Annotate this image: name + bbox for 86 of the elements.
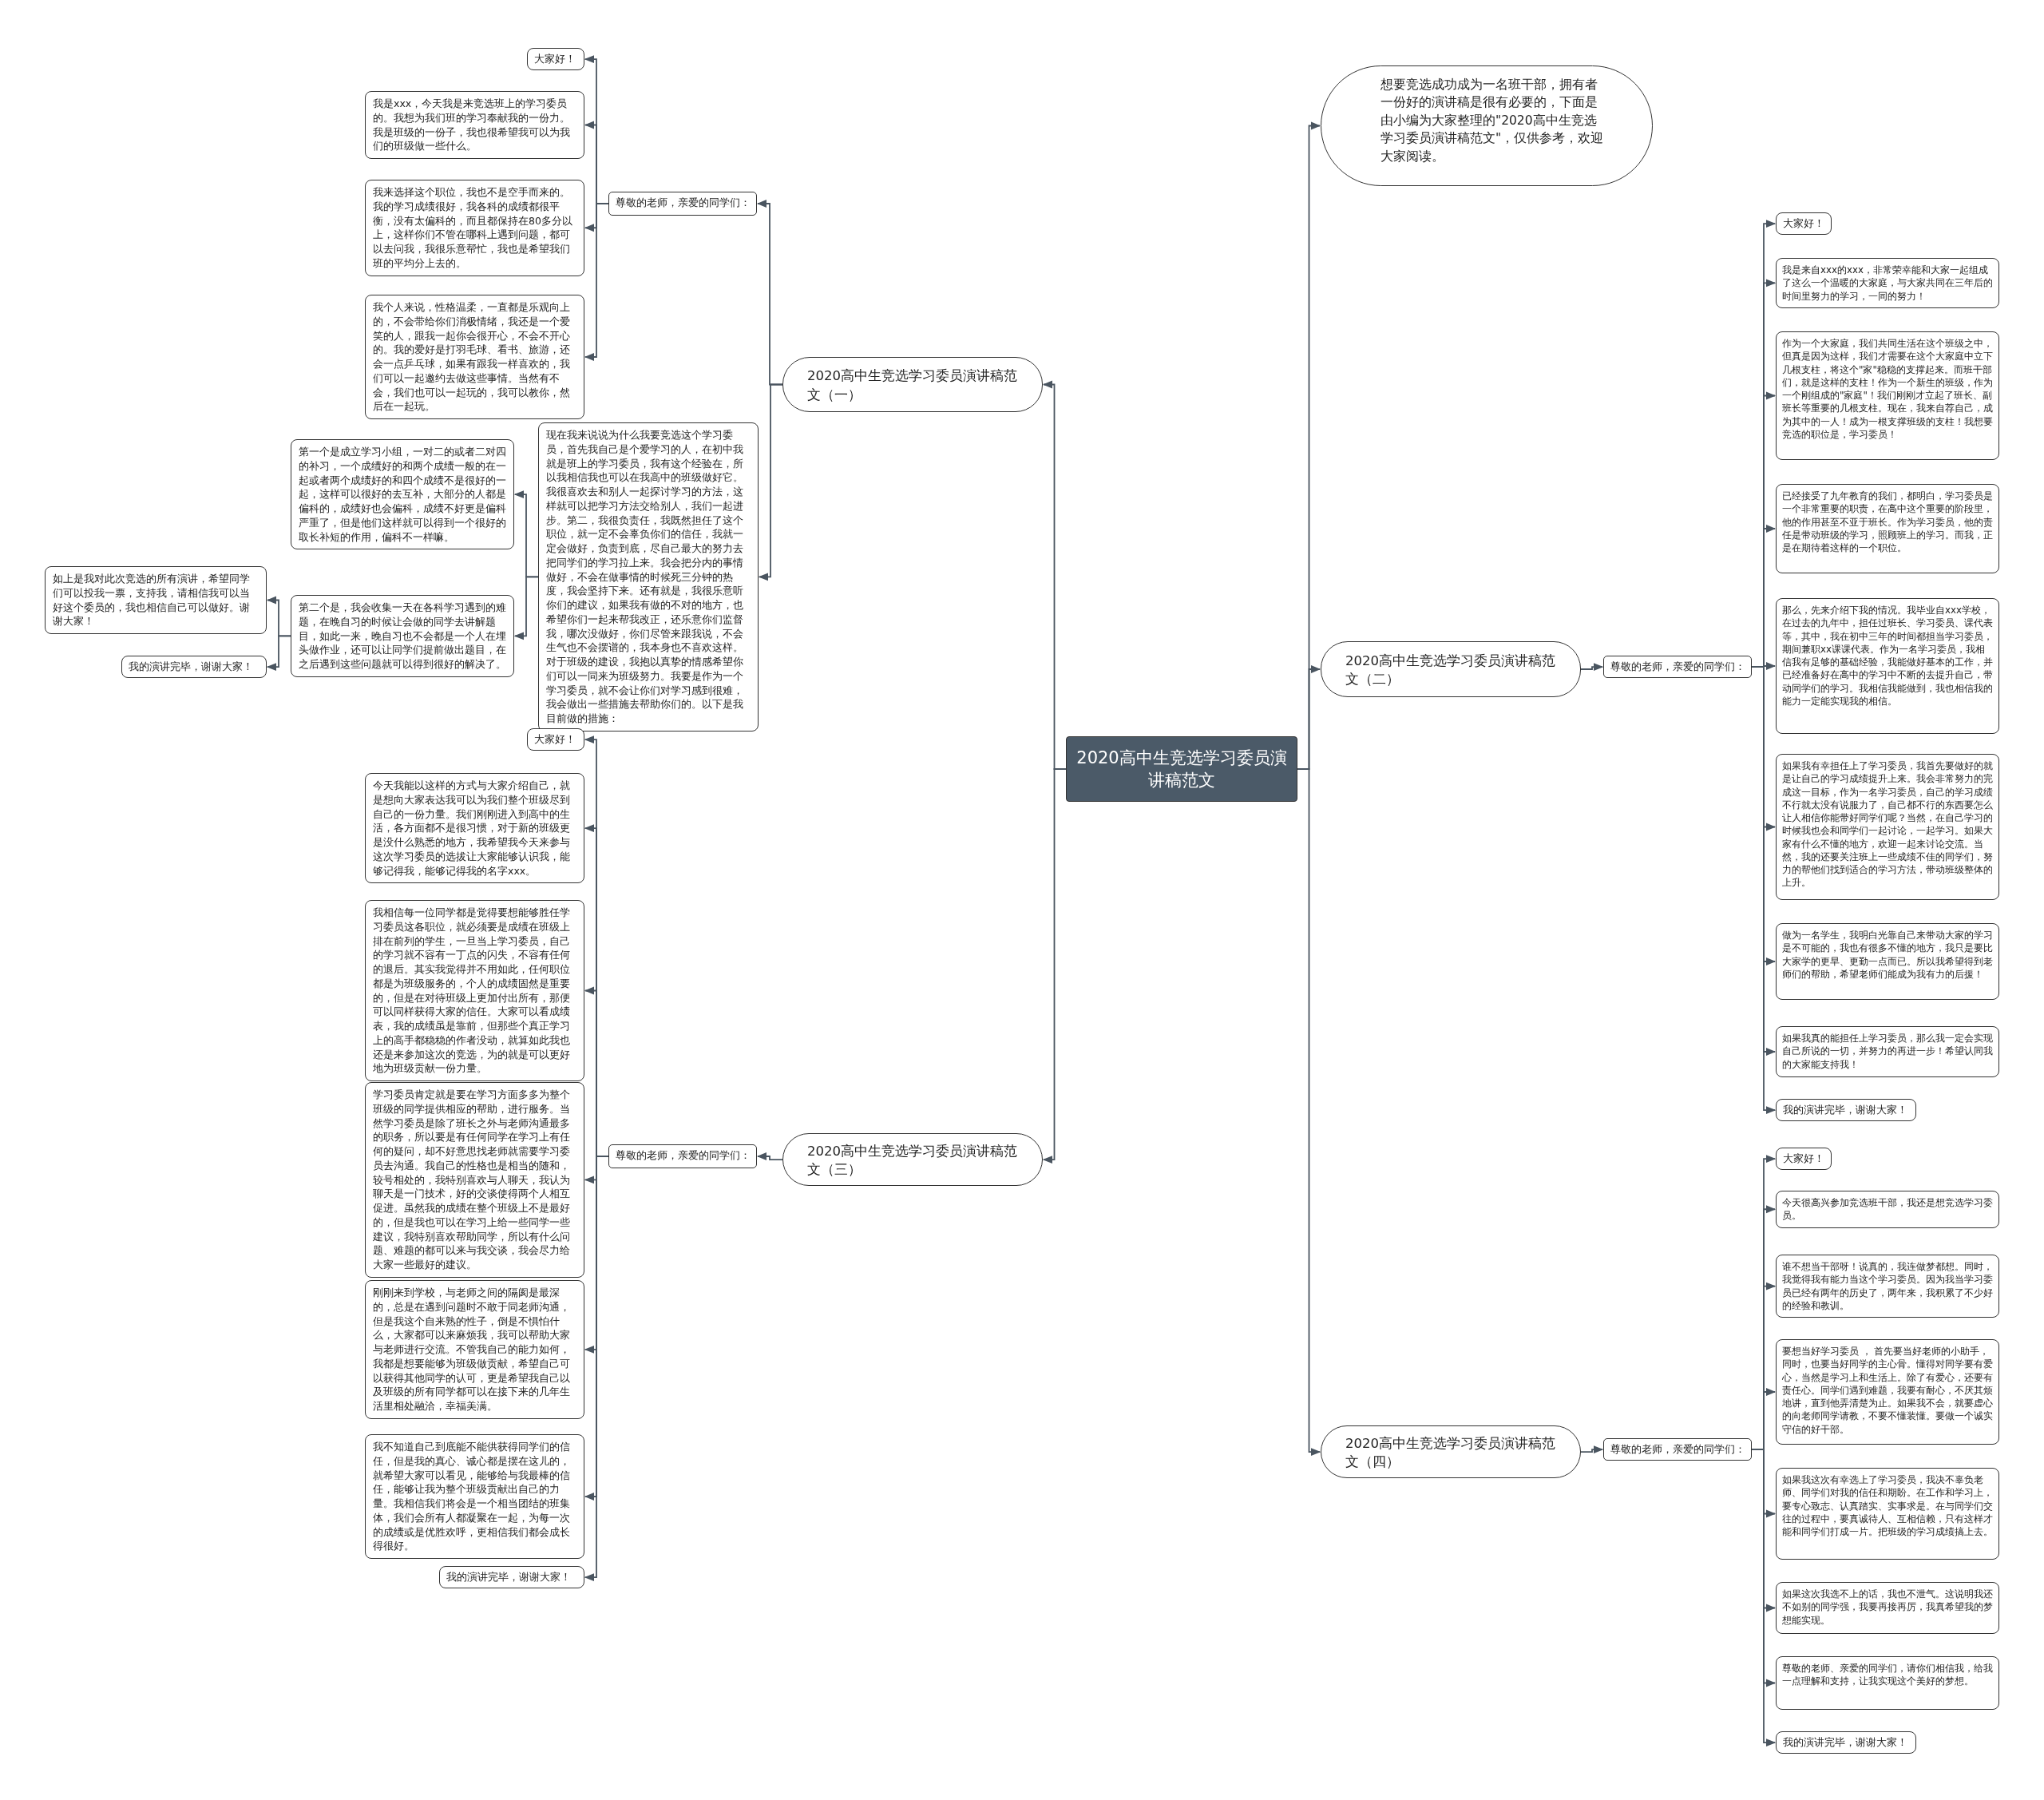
paragraph-text: 我不知道自己到底能不能供获得同学们的信任，但是我的真心、诚心都是摆在这儿的，就希望大家可以看见，能够给与我最棒的信任，能够让我为整个班级贡献出自己的力量。我相信我们将会是一个相当团结的班集体，我们会所有人都凝聚在一起，为每一次的成绩或是优胜欢呼，更相信我们都会成长得很好。	[373, 1440, 571, 1553]
paragraph-box	[45, 566, 267, 634]
greeting-box	[1603, 656, 1752, 679]
paragraph-text: 今天很高兴参加竞选班干部，我还是想竞选学习委员。	[1782, 1196, 1993, 1223]
paragraph-box	[291, 595, 514, 677]
connector-arrow	[266, 635, 291, 672]
short-note-box	[439, 1566, 584, 1589]
paragraph-box	[365, 1434, 584, 1559]
paragraph-text: 如上是我对此次竞选的所有演讲，希望同学们可以投我一票，支持我，请相信我可以当好这个委员的，我也相信自己可以做好。谢谢大家！	[53, 572, 251, 628]
paragraph-text: 做为一名学生，我明白光靠自己来带动大家的学习是不可能的，我也有很多不懂的地方，我只是要比大家学的更早、更勤一点而已。所以我希望得到老师们的帮助，希望老师们能成为我有力的后援！	[1782, 929, 1993, 981]
connector-arrow	[584, 203, 609, 362]
paragraph-text: 谁不想当干部呀！说真的，我连做梦都想。同时，我觉得我有能力当这个学习委员。因为我当学习委员已经有两年的历史了，两年来，我积累了不少好的经验和教训。	[1782, 1260, 1993, 1313]
paragraph-box	[365, 180, 584, 276]
paragraph-text: 那么，先来介绍下我的情况。我毕业自xxx学校，在过去的九年中，担任过班长、学习委员、课代表等，其中，我在初中三年的时间都担当学习委员，期间兼职xx课课代表。作为一名学习委员，我相信我有足够的基础经验，我能做好基本的工作，并已经准备好在高中的学习中不断的去提升自己，带动同学们的学习。我相信我能做到，我也相信我的能力一定能实现我的相信。	[1782, 604, 1993, 708]
short-note-box	[1776, 1099, 1916, 1122]
topic-title: 2020高中生竞选学习委员演讲稿范文	[1076, 747, 1287, 791]
short-note-box	[1776, 1148, 1832, 1171]
paragraph-box	[1776, 1339, 1999, 1445]
paragraph-text: 第一个是成立学习小组，一对二的或者二对四的补习，一个成绩好的和两个成绩一般的在一起或者两个成绩好的和四个成绩不是很好的一起，这样可以很好的去互补，大部分的人都是偏科的，成绩好也会偏科，成绩不好更是偏科严重了，但是他们这样就可以得到一个很好的取长补短的作用，偏科不一样嘛。	[299, 445, 506, 545]
paragraph-box	[1776, 1582, 1999, 1634]
note-text: 大家好！	[534, 53, 576, 66]
paragraph-text: 我是来自xxx的xxx，非常荣幸能和大家一起组成了这么一个温暖的大家庭，与大家共同在三年后的时间里努力的学习，一同的努力！	[1782, 264, 1993, 303]
greeting-box	[608, 1144, 757, 1168]
note-text: 大家好！	[1783, 217, 1824, 231]
paragraph-box	[365, 1280, 584, 1419]
paragraph-text: 现在我来说说为什么我要竞选这个学习委员，首先我自己是个爱学习的人，在初中我就是班上的学习委员，我有这个经验在，所以我相信我也可以在我高中的班级做好它。我很喜欢去和别人一起探讨学习的方法，这样就可以把学习方法交给别人，我们一起进步。第二，我很负责任，我既然担任了这个职位，就一定不会辜负你们的信任，我就一定会做好，负责到底，尽自己最大的努力去把同学们的学习拉上来。我会把分内的事情做好，不会在做事情的时候死三分钟的热度，我会坚持下来。还有就是，我很乐意听你们的建议，如果我有做的不对的地方，也希望你们一起来帮我改正，还乐意你们监督我，哪次没做好，你们尽管来跟我说，不会生气也不会摆谱的，我本身也不喜欢这样。对于班级的建设，我抱以真挚的情感希望你们可以一同来为班级努力。我要是作为一个学习委员，就不会让你们对学习感到很难，我会做出一些措施去帮助你们的。以下是我目前做的措施：	[546, 428, 744, 726]
connector-arrow	[756, 1152, 783, 1161]
intro-text: 想要竞选成功成为一名班干部，拥有者一份好的演讲稿是很有必要的，下面是由小编为大家整理的"2020高中生竞选学习委员演讲稿范文"，仅供参考，欢迎大家阅读。	[1380, 77, 1605, 165]
topic-title: 2020高中生竞选学习委员演讲稿范文（三）	[807, 1143, 1018, 1180]
paragraph-box	[1776, 1255, 1999, 1318]
topic-title: 2020高中生竞选学习委员演讲稿范文（一）	[807, 367, 1018, 404]
short-note-box	[1776, 1731, 1916, 1754]
paragraph-box	[1776, 258, 1999, 308]
greeting-box	[608, 192, 757, 216]
paragraph-box	[1776, 598, 1999, 734]
greeting-text: 尊敬的老师，亲爱的同学们：	[616, 1149, 750, 1163]
paragraph-box	[1776, 923, 1999, 1000]
note-text: 我的演讲完毕，谢谢大家！	[1783, 1104, 1908, 1117]
paragraph-text: 我来选择这个职位，我也不是空手而来的。我的学习成绩很好，我各科的成绩都很平衡，没有太偏科的，而且都保持在80多分以上，这样你们不管在哪科上遇到问题，都可以去问我，我很乐意帮忙，我也是希望我们班的平均分上去的。	[373, 185, 573, 271]
short-note-box	[527, 48, 584, 71]
connector-arrow	[1580, 1445, 1604, 1454]
topic-title: 2020高中生竞选学习委员演讲稿范文（四）	[1345, 1435, 1556, 1472]
paragraph-text: 学习委员肯定就是要在学习方面多多为整个班级的同学提供相应的帮助，进行服务。当然学习委员是除了班长之外与老师沟通最多的职务，所以要是有任何同学在学习上有任何的疑问，却不好意思找老师就需要学习委员去沟通。我自己的性格也是相当的随和，较号相处的，我特别喜欢与人聊天，我认为聊天是一门技术，好的交谈使得两个人相互促进。虽然我的成绩在整个班级上不是最好的，但是我也可以在学习上给一些同学一些建议，我特别喜欢帮助同学，所以有什么问题、难题的都可以来与我交谈，我会尽力给大家一些最好的建议。	[373, 1088, 571, 1272]
paragraph-box	[1776, 331, 1999, 460]
paragraph-text: 今天我能以这样的方式与大家介绍自己，就是想向大家表达我可以为我们整个班级尽到自己的一份力量。我们刚刚进入到高中的生活，各方面都不是很习惯，对于新的班级更是没什么熟悉的地方，我希望我今天来参与这次学习委员的选拔让大家能够认识我，能够记得我，能够记得我的名字xxx。	[373, 779, 571, 878]
note-text: 我的演讲完毕，谢谢大家！	[446, 1571, 572, 1584]
paragraph-text: 如果我这次有幸选上了学习委员，我决不辜负老师、同学们对我的信任和期盼。在工作和学习上，要专心致志、认真踏实、实事求是。在与同学们交往的过程中，要真诚待人、互相信赖，只有这样才能和同学们打成一片。把班级的学习成绩搞上去。	[1782, 1473, 1993, 1539]
note-text: 我的演讲完毕，谢谢大家！	[1783, 1736, 1908, 1750]
paragraph-box	[365, 900, 584, 1081]
paragraph-box	[291, 439, 514, 550]
paragraph-text: 尊敬的老师、亲爱的同学们，请你们相信我，给我一点理解和支持，让我实现这个美好的梦想。	[1782, 1662, 1993, 1688]
paragraph-box	[365, 773, 584, 884]
paragraph-text: 已经接受了九年教育的我们，都明白，学习委员是一个非常重要的职责，在高中这个重要的阶段里，他的作用甚至不亚于班长。作为学习委员，他的责任是带动班级的学习，照顾班上的学习。而我，正是在期待着这样的一个职位。	[1782, 490, 1993, 555]
paragraph-box	[1776, 1191, 1999, 1228]
paragraph-box	[1776, 754, 1999, 900]
connector-arrow	[1580, 663, 1604, 672]
paragraph-text: 作为一个大家庭，我们共同生活在这个班级之中，但真是因为这样，我们才需要在这个大家庭中立下几根支柱，将这个"家"稳稳的支撑起来。而班干部们，就是这样的支柱！作为一个新生的班级，作为一个刚组成的"家庭"！我们刚刚才立起了班长、副班长等重要的几根支柱。现在，我来自荐自己，成为其中的一人！成为一根支撑班级的支柱！我想要竞选的职位是，学习委员！	[1782, 337, 1993, 442]
paragraph-box	[1776, 484, 1999, 573]
greeting-box	[1603, 1438, 1752, 1461]
paragraph-text: 我个人来说，性格温柔，一直都是乐观向上的，不会带给你们消极情绪，我还是一个爱笑的人，跟我一起你会很开心，不会不开心的。我的爱好是打羽毛球、看书、旅游，还会一点乒乓球，如果有跟我一样喜欢的，我们可以一起邀约去做这些事情。当然有不会，我们也可以一起玩的，我可以教你，然后在一起玩。	[373, 300, 571, 414]
central-topic	[1066, 736, 1297, 802]
paragraph-box	[365, 91, 584, 159]
paragraph-text: 如果我有幸担任上了学习委员，我首先要做好的就是让自己的学习成绩提升上来。我会非常努力的完成这一目标，作为一名学习委员，自己的学习成绩不行就太没有说服力了，自己都不行的东西要怎么让人相信你能带好同学们呢？当然，在自己学习的时候我也会和同学们一起讨论，一起学习。如果大家有什么不懂的地方，欢迎一起来讨论交流。当然，我的还要关注班上一些成绩不佳的同学们，努力的帮他们找到适合的学习方法，带动班级整体的上升。	[1782, 759, 1993, 890]
short-note-box	[121, 656, 267, 679]
paragraph-box	[1776, 1026, 1999, 1077]
paragraph-text: 要想当好学习委员 ， 首先要当好老师的小助手，同时，也要当好同学的主心骨。懂得对同学要有爱心，当然是学习上和生活上。除了有爱心，还要有责任心。同学们遇到难题，我要有耐心，不厌其烦地讲，直到他弄清楚为止。如果我不会，就要虚心的向老师同学请教，不要不懂装懂。要做一个诚实守信的好干部。	[1782, 1345, 1993, 1436]
paragraph-box	[365, 295, 584, 419]
topic-title: 2020高中生竞选学习委员演讲稿范文（二）	[1345, 652, 1556, 688]
note-text: 我的演讲完毕，谢谢大家！	[129, 660, 254, 674]
paragraph-text: 如果我真的能担任上学习委员，那么我一定会实现自己所说的一切，并努力的再进一步！希望认同我的大家能支持我！	[1782, 1032, 1993, 1071]
short-note-box	[527, 728, 584, 751]
paragraph-text: 第二个是，我会收集一天在各科学习遇到的难题，在晚自习的时候让会做的同学去讲解题目，如此一来，晚自习也不会都是一个人在埋头做作业，还可以让同学们提前做出题目，在之后遇到这些问题就可以得到很好的解决了。	[299, 601, 506, 672]
paragraph-text: 我是xxx，今天我是来竞选班上的学习委员的。我想为我们班的学习奉献我的一份力。我是班级的一份子，我也很希望我可以为我们的班级做一些什么。	[373, 97, 571, 153]
note-text: 大家好！	[534, 733, 576, 747]
greeting-text: 尊敬的老师，亲爱的同学们：	[1610, 1443, 1745, 1457]
connector-arrow	[513, 576, 539, 640]
paragraph-box	[1776, 1468, 1999, 1560]
connector-arrow	[758, 383, 783, 581]
short-note-box	[1776, 212, 1832, 236]
note-text: 大家好！	[1783, 1152, 1824, 1166]
greeting-text: 尊敬的老师，亲爱的同学们：	[616, 196, 750, 210]
paragraph-text: 我相信每一位同学都是觉得要想能够胜任学习委员这各职位，就必须要是成绩在班级上排在前列的学生，一旦当上学习委员，自己的学习就不容有一丁点的闪失，不容有任何的退后。其实我觉得并不用如此，任何职位都是为班级服务的，个人的成绩固然是重要的，但是在对待班级上更加付出所有，那便可以同样获得大家的信任。大家可以看成绩表，我的成绩虽是靠前，但那些个真正学习上的高手都稳稳的作者没动，就算如此我也还是来参加这次的竞选，为的就是可以更好地为班级贡献一份力量。	[373, 906, 571, 1076]
paragraph-box	[1776, 1656, 1999, 1710]
paragraph-text: 如果这次我选不上的话，我也不泄气。这说明我还不如别的同学强，我要再接再厉，我真希望我的梦想能实现。	[1782, 1588, 1993, 1627]
greeting-text: 尊敬的老师，亲爱的同学们：	[1610, 660, 1745, 674]
paragraph-text: 刚刚来到学校，与老师之间的隔阂是最深的，总是在遇到问题时不敢于同老师沟通，但是我这个自来熟的性子，倒是不惧怕什么，大家都可以来麻烦我，我可以帮助大家与老师进行交流。不管我自己的能力如何，我都是想要能够为班级做贡献，希望自己可以获得其他同学的认可，更是希望我自己以及班级的所有同学都可以在接下来的几年生活里相处融洽，幸福美满。	[373, 1286, 571, 1413]
